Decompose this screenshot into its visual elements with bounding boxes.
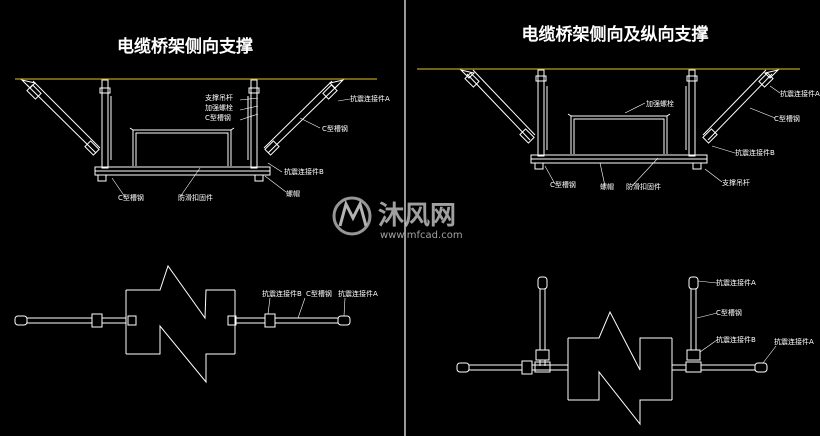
right-leaders	[544, 85, 781, 187]
label-anchor-bolt: 加强螺栓	[205, 103, 233, 112]
left-panel: 电缆桥架侧向支撑	[14, 36, 390, 384]
bottom-channel	[94, 166, 271, 182]
right-cable-tray	[567, 113, 671, 154]
label-right-c-channel-bottom: C型槽钢	[550, 180, 576, 189]
right-plan-break	[567, 310, 673, 426]
right-panel-title: 电缆桥架侧向及纵向支撑	[522, 24, 709, 45]
left-plan-break	[125, 264, 236, 384]
label-right-c-channel: C型槽钢	[774, 114, 800, 123]
watermark-logo-icon	[332, 196, 372, 236]
label-right-nut: 螺帽	[600, 182, 614, 191]
label-right-seismic-connector-b-plan: 抗震连接件B	[716, 335, 756, 344]
watermark: 沐风网 www.mfcad.com	[332, 196, 463, 241]
label-right-c-channel-plan: C型槽钢	[716, 308, 742, 317]
ceiling-brackets	[20, 79, 345, 89]
label-right-seismic-connector-a-plan: 抗震连接件A	[716, 278, 756, 287]
label-seismic-connector-b-top: 抗震连接件B	[284, 167, 324, 176]
label-c-channel-bottom: C型槽钢	[118, 193, 144, 202]
right-plan-braces	[456, 276, 768, 375]
watermark-brand: 沐风网	[378, 201, 456, 231]
right-ceiling-brackets	[459, 69, 780, 79]
label-seismic-connector-a-plan: 抗震连接件A	[338, 289, 378, 298]
label-anti-slip-fitting: 防滑扣固件	[178, 193, 213, 202]
right-diagonal-braces	[464, 69, 774, 144]
label-right-anchor-bolt: 加强螺栓	[646, 99, 674, 108]
label-support-hanger: 支撑吊杆	[205, 93, 233, 102]
label-right-seismic-connector-a-top: 抗震连接件A	[780, 89, 820, 98]
right-panel: 电缆桥架侧向及纵向支撑	[417, 24, 820, 426]
label-right-seismic-connector-b-top: 抗震连接件B	[735, 148, 775, 157]
left-leaders	[111, 97, 351, 198]
label-right-support-hanger: 支撑吊杆	[722, 178, 750, 187]
watermark-url: www.mfcad.com	[380, 230, 463, 241]
cable-tray	[129, 127, 235, 166]
label-c-channel-right: C型槽钢	[322, 124, 348, 133]
left-plan-leaders	[267, 297, 346, 319]
label-right-seismic-connector-a-plan-far: 抗震连接件A	[774, 337, 814, 346]
label-c-channel-plan: C型槽钢	[306, 289, 332, 298]
right-hanger-rods	[535, 69, 698, 157]
right-bottom-channel	[530, 154, 708, 170]
label-seismic-connector-a-top: 抗震连接件A	[350, 94, 390, 103]
label-nut: 螺帽	[286, 189, 300, 198]
diagonal-braces	[26, 80, 339, 156]
label-seismic-connector-b-plan: 抗震连接件B	[262, 289, 302, 298]
left-panel-title: 电缆桥架侧向支撑	[117, 36, 253, 57]
hanger-rods	[99, 79, 260, 169]
label-right-anti-slip-fitting: 防滑扣固件	[626, 182, 661, 191]
left-plan-braces	[14, 313, 351, 328]
label-c-channel-top: C型槽钢	[205, 113, 231, 122]
right-plan-leaders	[696, 280, 777, 364]
